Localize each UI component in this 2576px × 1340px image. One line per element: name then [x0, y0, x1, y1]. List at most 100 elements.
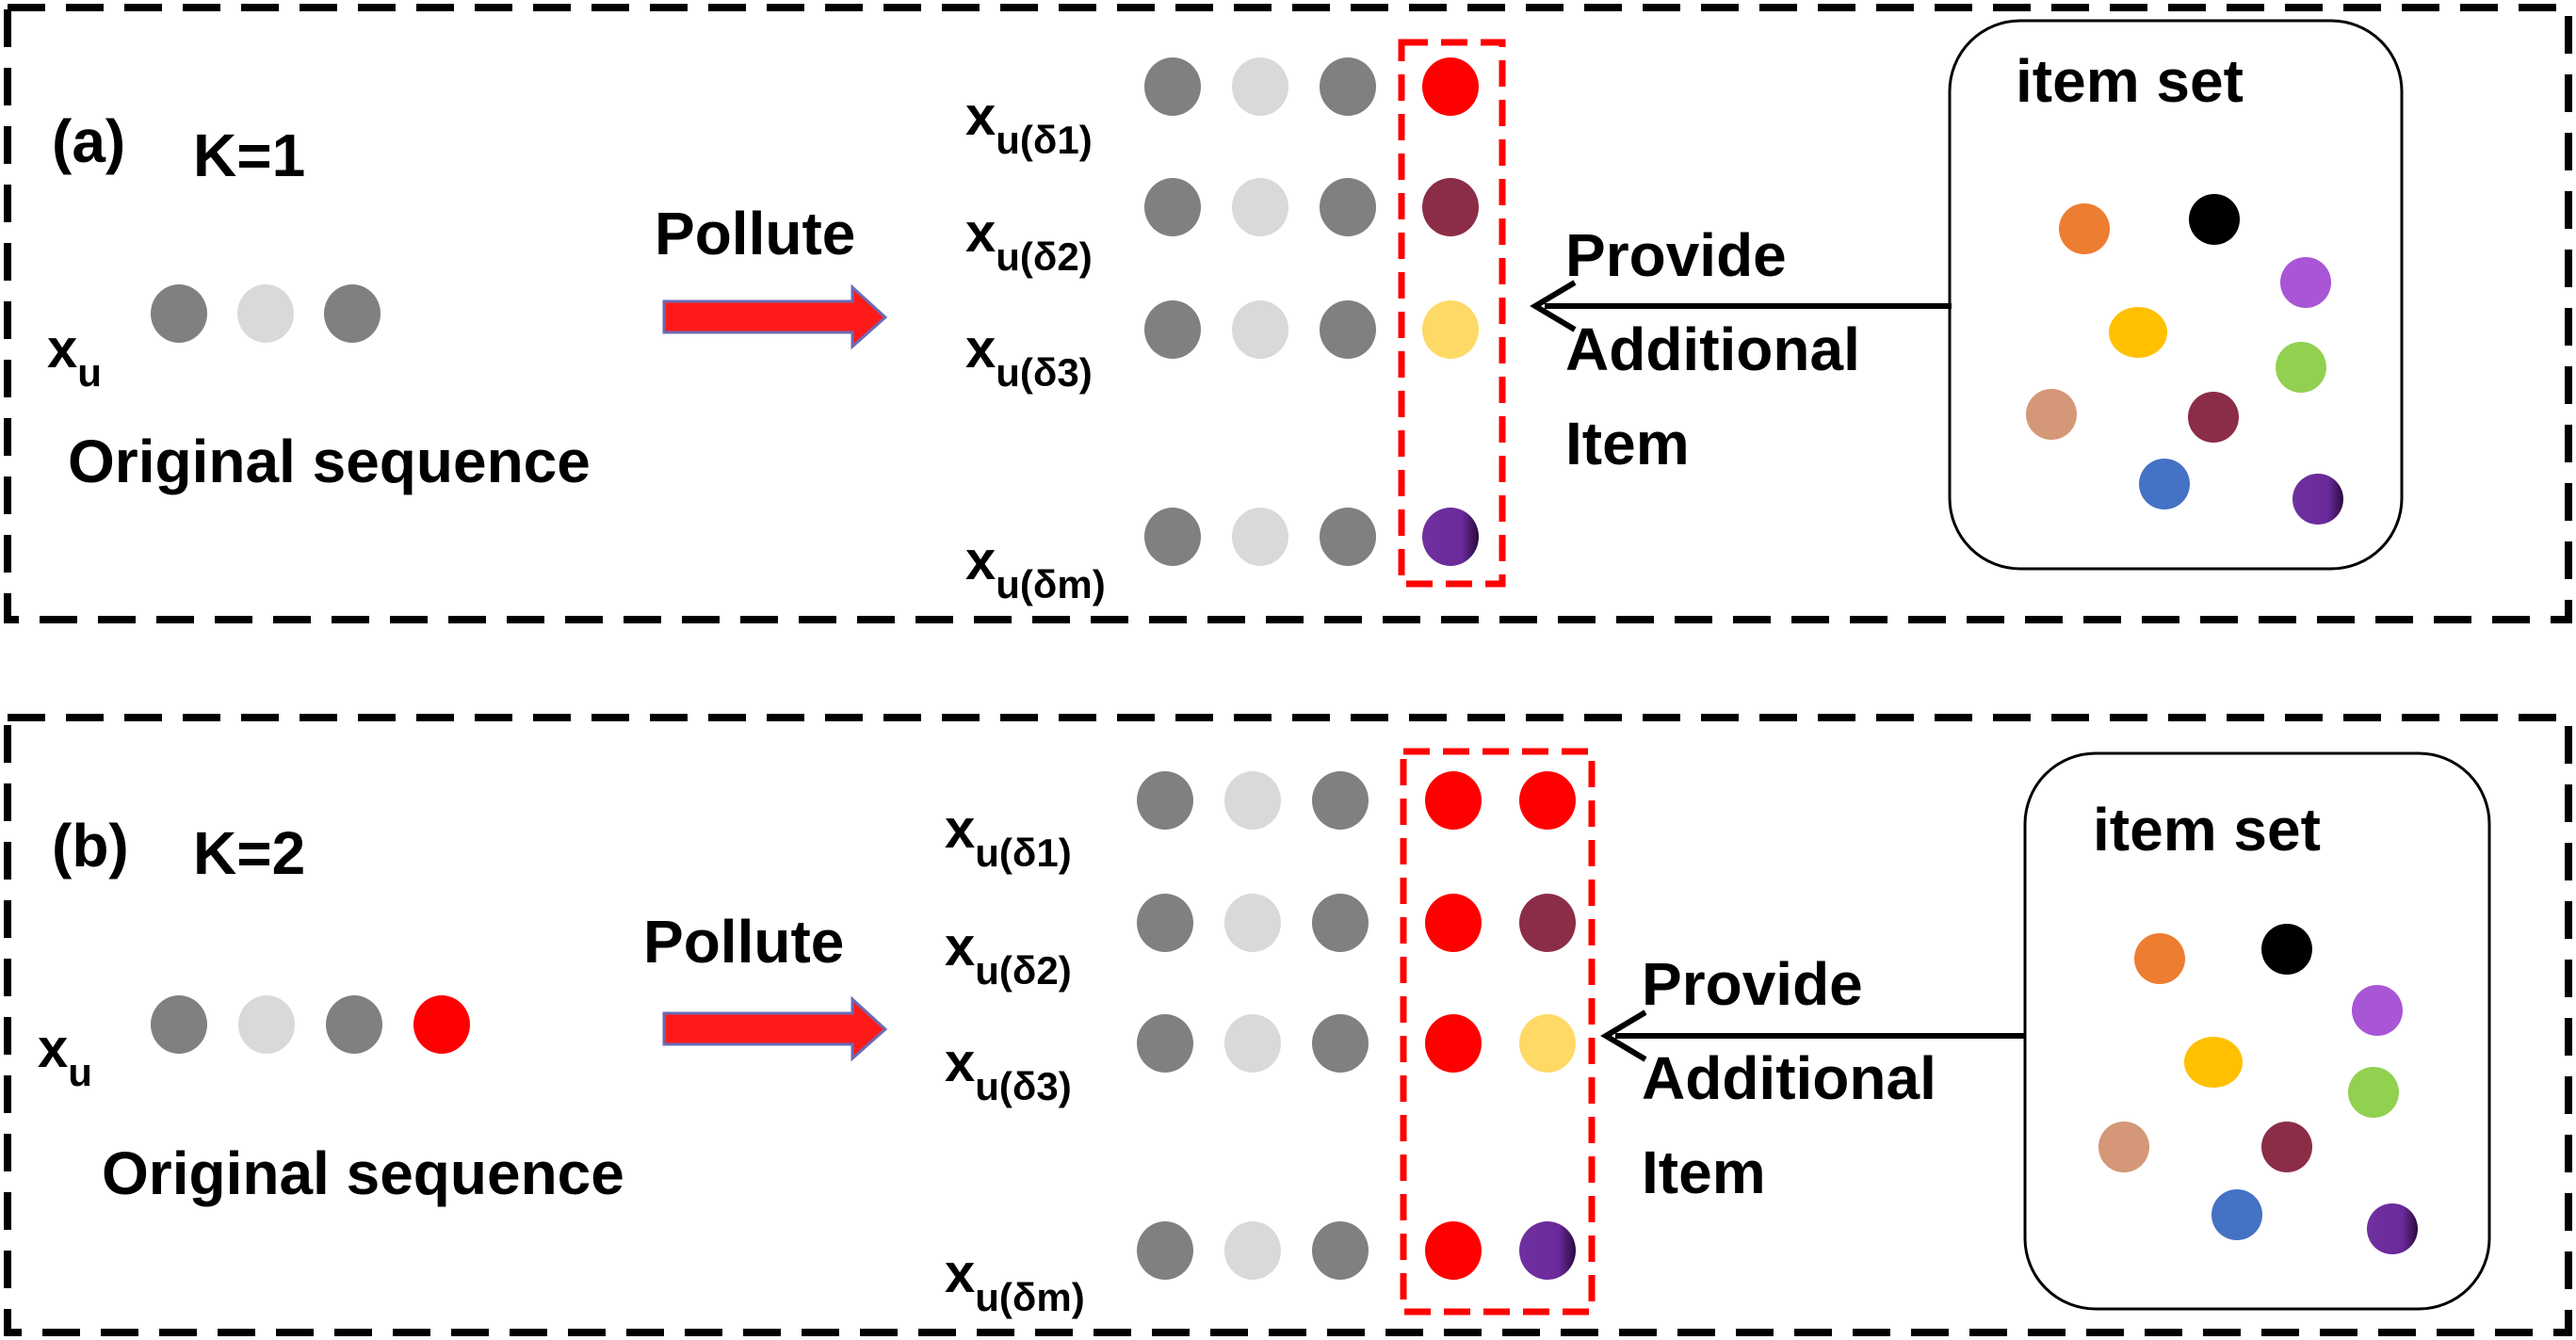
- sequence-item-dot: [1312, 771, 1369, 830]
- sequence-item-dot: [151, 995, 207, 1054]
- panel-a-border: [4, 4, 2572, 623]
- sequence-item-dot: [1144, 178, 1201, 236]
- item-set-dot: [2059, 203, 2110, 254]
- panel-a-row-label: xu(δ3): [965, 318, 1093, 395]
- sequence-item-dot: [238, 995, 295, 1054]
- panel-a-provide-line: Item: [1565, 410, 1690, 477]
- item-set-dot: [2026, 389, 2077, 440]
- sequence-item-dot: [1144, 57, 1201, 116]
- panel-a-polluted-labels: xu(δ1) xu(δ2) xu(δ3) xu(δm): [965, 86, 1106, 606]
- added-item-dot: [1519, 771, 1576, 830]
- item-set-dot: [2184, 1037, 2243, 1088]
- sequence-item-dot: [1144, 508, 1201, 566]
- panel-a-item-set: [2026, 194, 2343, 525]
- added-item-dot: [1519, 1014, 1576, 1073]
- sequence-item-dot: [1232, 300, 1288, 359]
- sequence-item-dot: [1312, 1014, 1369, 1073]
- panel-b-tag: (b): [52, 812, 129, 880]
- panel-a-original-var: xu: [47, 318, 102, 395]
- item-set-dot: [2261, 1122, 2312, 1172]
- panel-b-row-label: xu(δm): [945, 1243, 1085, 1319]
- panel-b-item-set-title: item set: [2093, 796, 2321, 864]
- sequence-item-dot: [1224, 1014, 1281, 1073]
- panel-b-provide-line: Provide: [1642, 950, 1863, 1018]
- sequence-item-dot: [1320, 508, 1376, 566]
- panel-b-border: [4, 714, 2572, 1336]
- item-set-dot: [2139, 459, 2190, 509]
- panel-a-row-label: xu(δ2): [965, 202, 1093, 279]
- added-item-dot: [1422, 508, 1479, 566]
- item-set-dot: [2367, 1203, 2418, 1254]
- added-item-dot: [1425, 771, 1482, 830]
- sequence-item-dot: [1320, 178, 1376, 236]
- sequence-item-dot: [1137, 1014, 1193, 1073]
- panel-a-added-items-highlight: [1398, 39, 1506, 588]
- panel-b-polluted-labels: xu(δ1) xu(δ2) xu(δ3) xu(δm): [945, 799, 1085, 1319]
- panel-a: (a) K=1 xu Original sequence Pollute xu(…: [4, 4, 2572, 623]
- panel-a-item-set-title: item set: [2016, 47, 2244, 115]
- sequence-item-dot: [1320, 57, 1376, 116]
- sequence-item-dot: [1224, 894, 1281, 952]
- sequence-item-dot: [1232, 57, 1288, 116]
- sequence-item-dot: [237, 284, 294, 343]
- panel-b-item-set-box: [2023, 751, 2491, 1311]
- panel-b-provide-arrow: [1600, 1009, 2025, 1062]
- added-item-dot: [1425, 894, 1482, 952]
- panel-a-pollute-arrow: [662, 283, 888, 350]
- panel-b-added-items-highlight: [1400, 748, 1596, 1316]
- panel-a-original-caption: Original sequence: [68, 428, 591, 495]
- sequence-item-dot: [326, 995, 382, 1054]
- panel-b-original-sequence: [151, 995, 470, 1054]
- item-set-dot: [2352, 985, 2403, 1036]
- sequence-item-dot: [1224, 1221, 1281, 1280]
- panel-b: (b) K=2 xu Original sequence Pollute xu(…: [4, 714, 2572, 1336]
- panel-b-provide-line: Item: [1642, 1138, 1766, 1206]
- sequence-item-dot: [1137, 771, 1193, 830]
- sequence-item-dot: [1312, 1221, 1369, 1280]
- added-item-dot: [1425, 1014, 1482, 1073]
- item-set-dot: [2261, 924, 2312, 975]
- panel-a-row-label: xu(δ1): [965, 86, 1093, 162]
- sequence-item-dot: [1232, 508, 1288, 566]
- item-set-dot: [2276, 342, 2326, 393]
- panel-a-original-sequence: [151, 284, 381, 343]
- item-set-dot: [2189, 194, 2240, 245]
- sequence-item-dot: [151, 284, 207, 343]
- added-item-dot: [1425, 1221, 1482, 1280]
- panel-b-k-label: K=2: [193, 819, 305, 887]
- panel-b-pollute-label: Pollute: [643, 908, 844, 976]
- item-set-dot: [2292, 474, 2343, 525]
- panel-b-pollute-arrow: [662, 995, 888, 1062]
- sequence-item-dot: [1144, 300, 1201, 359]
- panel-b-row-label: xu(δ3): [945, 1032, 1072, 1108]
- panel-a-provide-line: Provide: [1565, 221, 1787, 289]
- panel-b-row-label: xu(δ1): [945, 799, 1072, 875]
- panel-a-row-label: xu(δm): [965, 530, 1106, 606]
- item-set-dot: [2211, 1189, 2262, 1240]
- added-item-dot: [1519, 1221, 1576, 1280]
- sequence-item-dot: [1224, 771, 1281, 830]
- panel-a-polluted-sequences: [1144, 57, 1479, 566]
- panel-a-pollute-label: Pollute: [655, 200, 855, 267]
- item-set-dot: [2188, 392, 2239, 443]
- panel-a-provide-line: Additional: [1565, 315, 1860, 383]
- panel-a-item-set-box: [1948, 19, 2404, 571]
- panel-b-item-set: [2098, 924, 2418, 1254]
- panel-b-original-caption: Original sequence: [102, 1139, 624, 1207]
- panel-b-polluted-sequences: [1137, 771, 1576, 1280]
- panel-a-provide-arrow: [1530, 280, 1952, 332]
- panel-b-row-label: xu(δ2): [945, 916, 1072, 993]
- panel-a-k-label: K=1: [193, 121, 305, 189]
- panel-a-tag: (a): [52, 107, 125, 175]
- sequence-item-dot: [413, 995, 470, 1054]
- sequence-item-dot: [1232, 178, 1288, 236]
- added-item-dot: [1422, 57, 1479, 116]
- added-item-dot: [1422, 178, 1479, 236]
- sequence-item-dot: [1320, 300, 1376, 359]
- sequence-item-dot: [1312, 894, 1369, 952]
- item-set-dot: [2098, 1122, 2149, 1172]
- item-set-dot: [2134, 933, 2185, 984]
- added-item-dot: [1519, 894, 1576, 952]
- panel-b-original-var: xu: [38, 1018, 92, 1094]
